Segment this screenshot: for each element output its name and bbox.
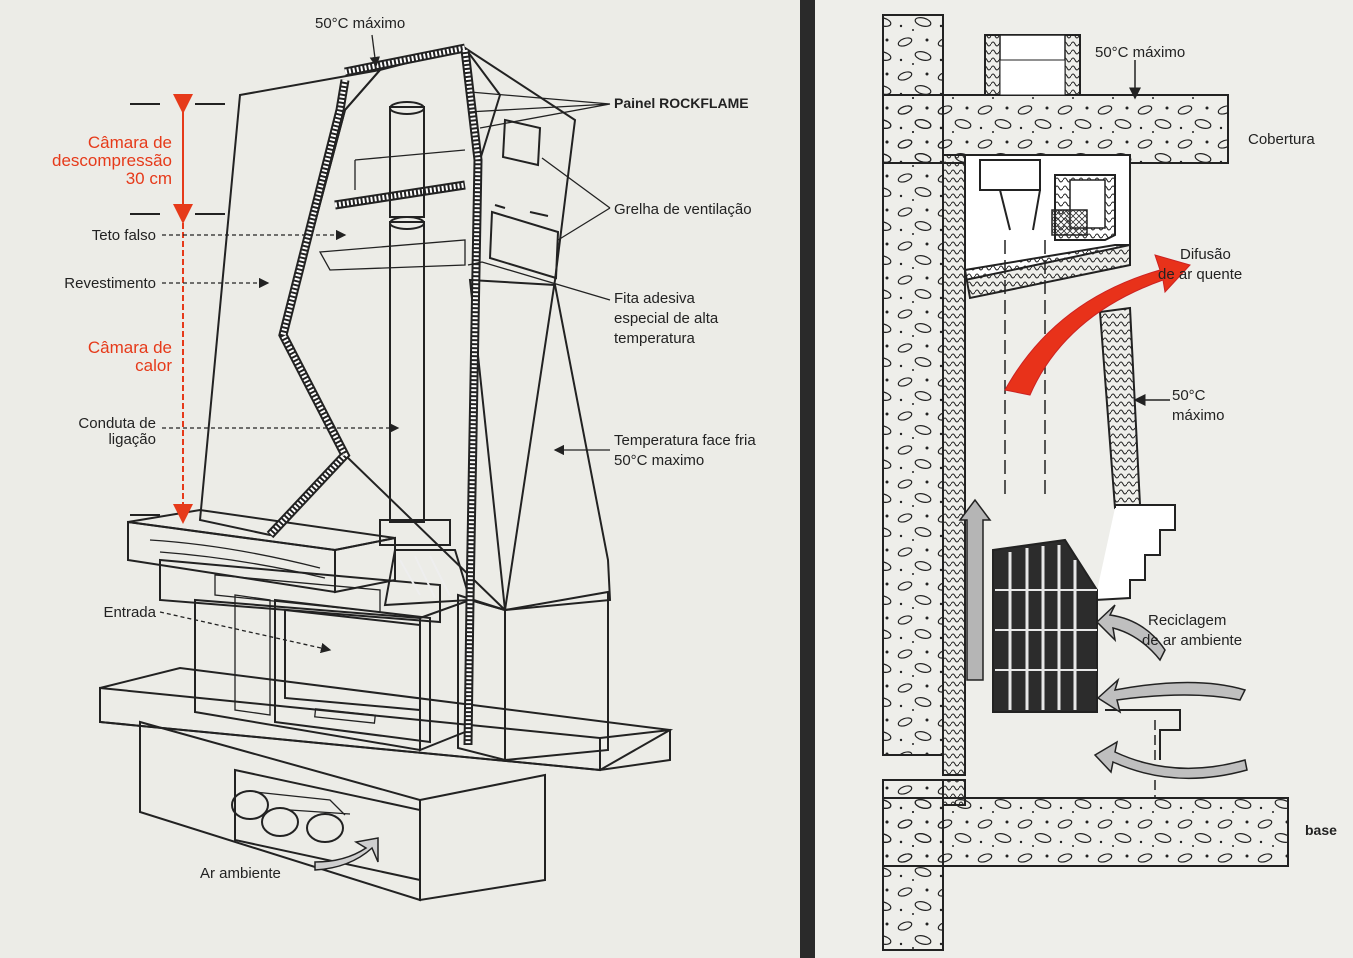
label-tape-3: temperatura bbox=[614, 330, 696, 347]
label-vent-grille: Grelha de ventilação bbox=[614, 201, 752, 218]
left-diagram-panel: 50°C máximo Câmara de descompressão 30 c… bbox=[0, 0, 800, 958]
base-slab bbox=[882, 797, 1289, 867]
fireplace-perspective-drawing: 50°C máximo Câmara de descompressão 30 c… bbox=[52, 15, 756, 902]
hot-air-arrow bbox=[1004, 254, 1191, 396]
mantel-beam bbox=[127, 508, 396, 594]
right-labels: 50°C máximo Cobertura Difusão de ar quen… bbox=[1095, 44, 1337, 838]
label-cold-face-1: Temperatura face fria bbox=[614, 432, 756, 449]
firewood-logs bbox=[231, 790, 351, 843]
stove-insert bbox=[992, 538, 1098, 713]
label-heat-chamber-1: Câmara de bbox=[88, 338, 172, 357]
right-cladding bbox=[1094, 306, 1181, 760]
label-tape-2: especial de alta bbox=[614, 310, 719, 327]
label-entrance: Entrada bbox=[103, 604, 156, 621]
label-hot-air-1: Difusão bbox=[1180, 246, 1231, 263]
right-diagram-panel: 50°C máximo Cobertura Difusão de ar quen… bbox=[815, 0, 1353, 958]
label-panel: Painel ROCKFLAME bbox=[614, 95, 749, 111]
left-labels: 50°C máximo Câmara de descompressão 30 c… bbox=[52, 15, 756, 882]
hearth-base bbox=[99, 666, 674, 902]
ambient-air-arrow bbox=[314, 837, 379, 871]
label-recycle-1: Reciclagem bbox=[1148, 612, 1226, 629]
label-cold-face-2: 50°C maximo bbox=[614, 452, 704, 469]
cladding-box bbox=[198, 43, 612, 762]
leader-lines bbox=[159, 34, 611, 654]
label-side-temp-2: máximo bbox=[1172, 407, 1225, 424]
roof-slab bbox=[882, 94, 1229, 164]
gray-air-arrows bbox=[958, 498, 1248, 780]
label-hot-air-2: de ar quente bbox=[1158, 266, 1242, 283]
wall-insulation bbox=[942, 154, 966, 806]
label-duct-1: Conduta de bbox=[78, 415, 156, 432]
label-top-temp: 50°C máximo bbox=[315, 15, 405, 32]
label-duct-2: ligação bbox=[108, 431, 156, 448]
panel-divider bbox=[800, 0, 815, 958]
upper-casing bbox=[963, 154, 1131, 300]
label-base: base bbox=[1305, 822, 1337, 838]
dimension-lines bbox=[130, 94, 225, 524]
label-cladding: Revestimento bbox=[64, 275, 156, 292]
right-leader-lines bbox=[1129, 60, 1170, 406]
label-roof: Cobertura bbox=[1248, 131, 1315, 148]
label-decompression-3: 30 cm bbox=[126, 169, 172, 188]
label-side-temp-1: 50°C bbox=[1172, 387, 1206, 404]
label-false-ceiling: Teto falso bbox=[92, 227, 156, 244]
label-decompression-1: Câmara de bbox=[88, 133, 172, 152]
flue-centerlines bbox=[1004, 240, 1156, 798]
fireplace-section-drawing: 50°C máximo Cobertura Difusão de ar quen… bbox=[882, 14, 1337, 951]
label-tape-1: Fita adesiva bbox=[614, 290, 696, 307]
label-ambient-air: Ar ambiente bbox=[200, 865, 281, 882]
label-recycle-2: de ar ambiente bbox=[1142, 632, 1242, 649]
label-decompression-2: descompressão bbox=[52, 151, 172, 170]
chimney-stack bbox=[984, 34, 1081, 96]
label-top-temp-right: 50°C máximo bbox=[1095, 44, 1185, 61]
label-heat-chamber-2: calor bbox=[135, 356, 172, 375]
